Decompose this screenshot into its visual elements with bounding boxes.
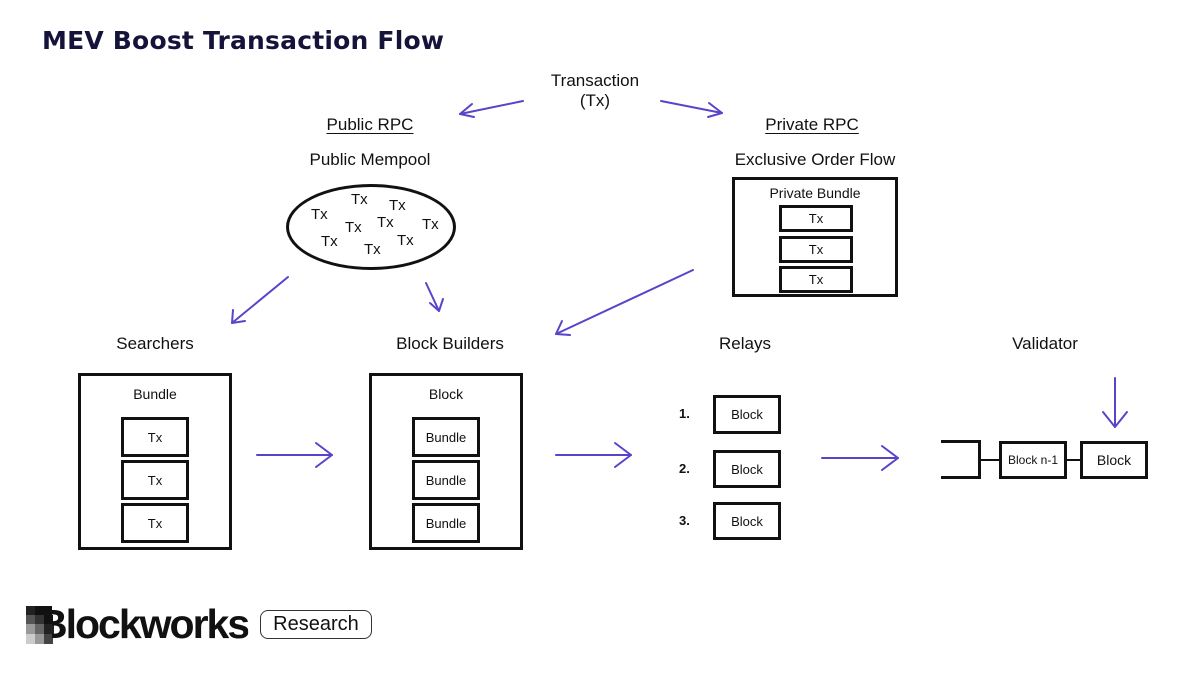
searchers-bundle-box: Bundle Tx Tx Tx bbox=[78, 373, 232, 550]
public-mempool-label: Public Mempool bbox=[309, 150, 431, 169]
relay-number: 2. bbox=[679, 461, 690, 476]
searchers-tx: Tx bbox=[121, 460, 189, 500]
mempool-tx: Tx bbox=[311, 206, 328, 223]
private-tx: Tx bbox=[779, 236, 853, 263]
builders-bundle: Bundle bbox=[412, 460, 480, 500]
blockworks-logo: Blockworks Research bbox=[26, 604, 372, 645]
validator-prev-block: Block n-1 bbox=[999, 441, 1067, 479]
private-tx: Tx bbox=[779, 205, 853, 232]
arrow-tx-to-private bbox=[660, 100, 723, 118]
chain-link bbox=[981, 459, 1000, 461]
mempool-tx: Tx bbox=[377, 214, 394, 231]
arrow-private-to-builders bbox=[555, 269, 694, 336]
builders-box-title: Block bbox=[428, 386, 464, 402]
arrow-mempool-to-builders bbox=[425, 282, 444, 312]
blockworks-logo-mark-icon bbox=[26, 605, 54, 644]
relay-block: Block bbox=[713, 502, 781, 540]
arrow-tx-to-public bbox=[459, 100, 524, 118]
private-bundle-box: Private Bundle Tx Tx Tx bbox=[732, 177, 898, 297]
relay-number: 1. bbox=[679, 406, 690, 421]
relay-block: Block bbox=[713, 450, 781, 488]
mempool-tx: Tx bbox=[422, 216, 439, 233]
research-badge: Research bbox=[260, 610, 372, 639]
transaction-line1: Transaction bbox=[550, 71, 640, 90]
arrow-searchers-to-builders bbox=[256, 442, 333, 468]
mempool-tx: Tx bbox=[345, 219, 362, 236]
builders-bundle: Bundle bbox=[412, 503, 480, 543]
public-rpc-label: Public RPC bbox=[326, 115, 414, 134]
private-tx: Tx bbox=[779, 266, 853, 293]
relays-label: Relays bbox=[719, 334, 771, 353]
mempool-tx: Tx bbox=[351, 191, 368, 208]
chain-link bbox=[1067, 459, 1081, 461]
mempool-tx: Tx bbox=[321, 233, 338, 250]
mempool-tx: Tx bbox=[397, 232, 414, 249]
chain-stub-side bbox=[978, 440, 981, 479]
relay-block: Block bbox=[713, 395, 781, 434]
page-title: MEV Boost Transaction Flow bbox=[42, 26, 445, 55]
chain-stub-top bbox=[941, 440, 981, 443]
builders-bundle: Bundle bbox=[412, 417, 480, 457]
private-bundle-title: Private Bundle bbox=[769, 185, 861, 201]
transaction-line2: (Tx) bbox=[579, 91, 611, 110]
builders-block-box: Block Bundle Bundle Bundle bbox=[369, 373, 523, 550]
blockworks-wordmark: Blockworks bbox=[38, 601, 249, 647]
transaction-label: Transaction (Tx) bbox=[530, 71, 660, 111]
mempool-tx: Tx bbox=[389, 197, 406, 214]
exclusive-order-flow-label: Exclusive Order Flow bbox=[734, 150, 896, 169]
arrow-relays-to-validator bbox=[821, 445, 899, 471]
searchers-tx: Tx bbox=[121, 417, 189, 457]
arrow-mempool-to-searchers bbox=[231, 276, 289, 324]
searchers-tx: Tx bbox=[121, 503, 189, 543]
searchers-label: Searchers bbox=[116, 334, 194, 353]
private-rpc-label: Private RPC bbox=[765, 115, 859, 134]
arrow-into-validator-block bbox=[1102, 377, 1128, 428]
public-mempool-ellipse bbox=[286, 184, 456, 270]
validator-label: Validator bbox=[1012, 334, 1078, 353]
block-builders-label: Block Builders bbox=[396, 334, 504, 353]
searchers-box-title: Bundle bbox=[133, 386, 177, 402]
arrow-builders-to-relays bbox=[555, 442, 632, 468]
chain-stub-bottom bbox=[941, 476, 981, 479]
relay-number: 3. bbox=[679, 513, 690, 528]
mempool-tx: Tx bbox=[364, 241, 381, 258]
validator-new-block: Block bbox=[1080, 441, 1148, 479]
